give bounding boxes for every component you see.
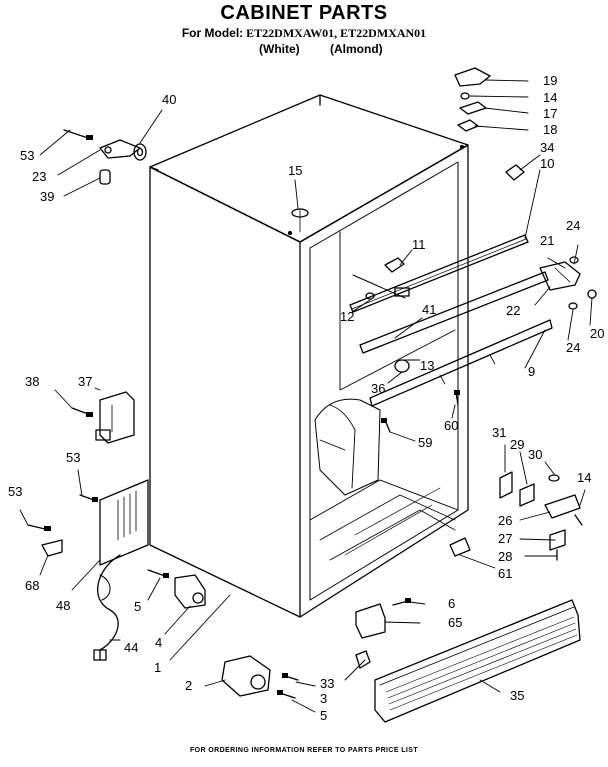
cabinet-body bbox=[149, 94, 469, 618]
callout-53-top: 53 bbox=[20, 148, 34, 163]
callout-18: 18 bbox=[543, 122, 557, 137]
rails bbox=[349, 234, 597, 433]
callout-65: 65 bbox=[448, 615, 462, 630]
callout-37: 37 bbox=[78, 374, 92, 389]
leader-lines bbox=[19, 79, 593, 713]
callout-59: 59 bbox=[418, 435, 432, 450]
page-title: CABINET PARTS bbox=[220, 2, 388, 24]
callout-60: 60 bbox=[444, 418, 458, 433]
callout-22: 22 bbox=[506, 303, 520, 318]
callout-30: 30 bbox=[528, 447, 542, 462]
callout-4: 4 bbox=[155, 635, 162, 650]
callout-28: 28 bbox=[498, 549, 512, 564]
color-almond-label: (Almond) bbox=[330, 42, 383, 56]
model-line: For Model: ET22DMXAW01, ET22DMXAN01 bbox=[0, 26, 608, 41]
callout-39: 39 bbox=[40, 189, 54, 204]
callout-44: 44 bbox=[124, 640, 138, 655]
callout-31: 31 bbox=[492, 425, 506, 440]
callout-27: 27 bbox=[498, 531, 512, 546]
callout-33: 33 bbox=[320, 676, 334, 691]
callout-35: 35 bbox=[510, 688, 524, 703]
callout-26: 26 bbox=[498, 513, 512, 528]
top-hinge-assembly bbox=[454, 67, 525, 181]
callout-19: 19 bbox=[543, 73, 557, 88]
callout-68: 68 bbox=[25, 578, 39, 593]
callout-14-top: 14 bbox=[543, 90, 557, 105]
lower-hinge-assembly bbox=[449, 471, 583, 561]
bottom-parts bbox=[221, 598, 581, 723]
callout-numbers: 19 14 17 18 34 10 40 53 23 39 15 11 24 2… bbox=[8, 73, 604, 723]
callout-15: 15 bbox=[288, 163, 302, 178]
back-components bbox=[27, 129, 206, 661]
callout-61: 61 bbox=[498, 566, 512, 581]
callout-5-bottom: 5 bbox=[320, 708, 327, 723]
callout-5-left: 5 bbox=[134, 599, 141, 614]
callout-38: 38 bbox=[25, 374, 39, 389]
callout-9: 9 bbox=[528, 364, 535, 379]
color-white-label: (White) bbox=[259, 42, 300, 56]
callout-11: 11 bbox=[412, 237, 426, 252]
callout-6: 6 bbox=[448, 596, 455, 611]
callout-29: 29 bbox=[510, 437, 524, 452]
callout-48: 48 bbox=[56, 598, 70, 613]
callout-14-bottom: 14 bbox=[577, 470, 591, 485]
model-label: For Model: bbox=[181, 26, 244, 40]
callout-53-left: 53 bbox=[8, 484, 22, 499]
callout-1: 1 bbox=[154, 660, 161, 675]
model-numbers: ET22DMXAW01, ET22DMXAN01 bbox=[246, 26, 427, 40]
callout-2: 2 bbox=[185, 678, 192, 693]
callout-13: 13 bbox=[420, 358, 434, 373]
callout-40: 40 bbox=[162, 92, 176, 107]
callout-12: 12 bbox=[340, 309, 354, 324]
callout-3: 3 bbox=[320, 691, 327, 706]
callout-17: 17 bbox=[543, 106, 557, 121]
callout-23: 23 bbox=[32, 169, 46, 184]
callout-53-mid: 53 bbox=[66, 450, 80, 465]
footer-note: FOR ORDERING INFORMATION REFER TO PARTS … bbox=[189, 747, 419, 754]
callout-34: 34 bbox=[540, 140, 554, 155]
callout-24-top: 24 bbox=[566, 218, 580, 233]
callout-21: 21 bbox=[540, 233, 554, 248]
callout-24-bottom: 24 bbox=[566, 340, 580, 355]
callout-10: 10 bbox=[540, 156, 554, 171]
callout-20: 20 bbox=[590, 326, 604, 341]
callout-36: 36 bbox=[371, 381, 385, 396]
callout-41: 41 bbox=[422, 302, 436, 317]
